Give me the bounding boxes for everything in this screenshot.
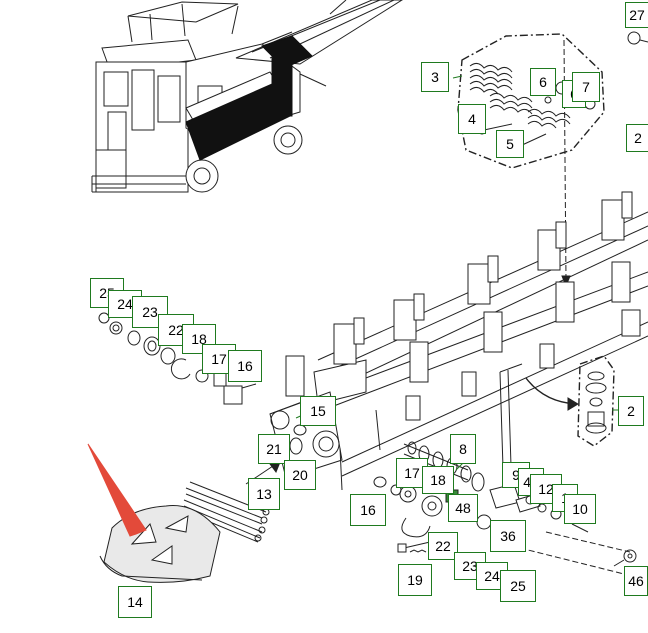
callout-14[interactable]: 14 — [118, 586, 152, 618]
callout-2[interactable]: 2 — [618, 396, 644, 426]
callout-25-right[interactable]: 25 — [500, 570, 536, 602]
callout-18-left[interactable]: 18 — [182, 324, 216, 354]
callout-16-right[interactable]: 16 — [350, 494, 386, 526]
mat-part — [99, 505, 221, 583]
callout-8[interactable]: 8 — [450, 434, 476, 464]
callout-20[interactable]: 20 — [284, 460, 316, 490]
spring-detail-outline — [457, 33, 605, 169]
callout-5[interactable]: 5 — [496, 130, 524, 158]
pointer-arrow — [87, 443, 147, 537]
callout-36[interactable]: 36 — [490, 520, 526, 552]
callout-7[interactable]: 7 — [572, 72, 600, 102]
rod-bundle — [183, 481, 270, 543]
callout-17-right[interactable]: 17 — [396, 458, 428, 488]
callout-18-right[interactable]: 18 — [422, 466, 454, 494]
callout-27[interactable]: 27 — [625, 2, 648, 28]
callout-2-edge[interactable]: 2 — [626, 124, 648, 152]
lower-beam — [269, 271, 648, 477]
machine-illustration — [91, 0, 403, 193]
callout-19[interactable]: 19 — [398, 564, 432, 596]
callout-3[interactable]: 3 — [421, 62, 449, 92]
spring-set-middle — [489, 92, 533, 115]
callout-21[interactable]: 21 — [258, 434, 290, 464]
callout-22-right[interactable]: 22 — [428, 532, 458, 560]
beam-brackets — [285, 191, 641, 421]
callout-10[interactable]: 10 — [564, 494, 596, 524]
callout-48[interactable]: 48 — [448, 494, 478, 522]
callout-13[interactable]: 13 — [248, 478, 280, 510]
callout-6-left[interactable]: 6 — [530, 68, 556, 96]
spring-set-upper — [469, 62, 513, 95]
callout-4[interactable]: 4 — [458, 104, 486, 134]
callout-46[interactable]: 46 — [624, 566, 648, 596]
spring-set-lower — [527, 108, 571, 129]
left-parts-row — [98, 312, 340, 458]
callout-16-left[interactable]: 16 — [228, 350, 262, 382]
cushion-detail-outline — [577, 355, 615, 447]
callout-15[interactable]: 15 — [300, 396, 336, 426]
